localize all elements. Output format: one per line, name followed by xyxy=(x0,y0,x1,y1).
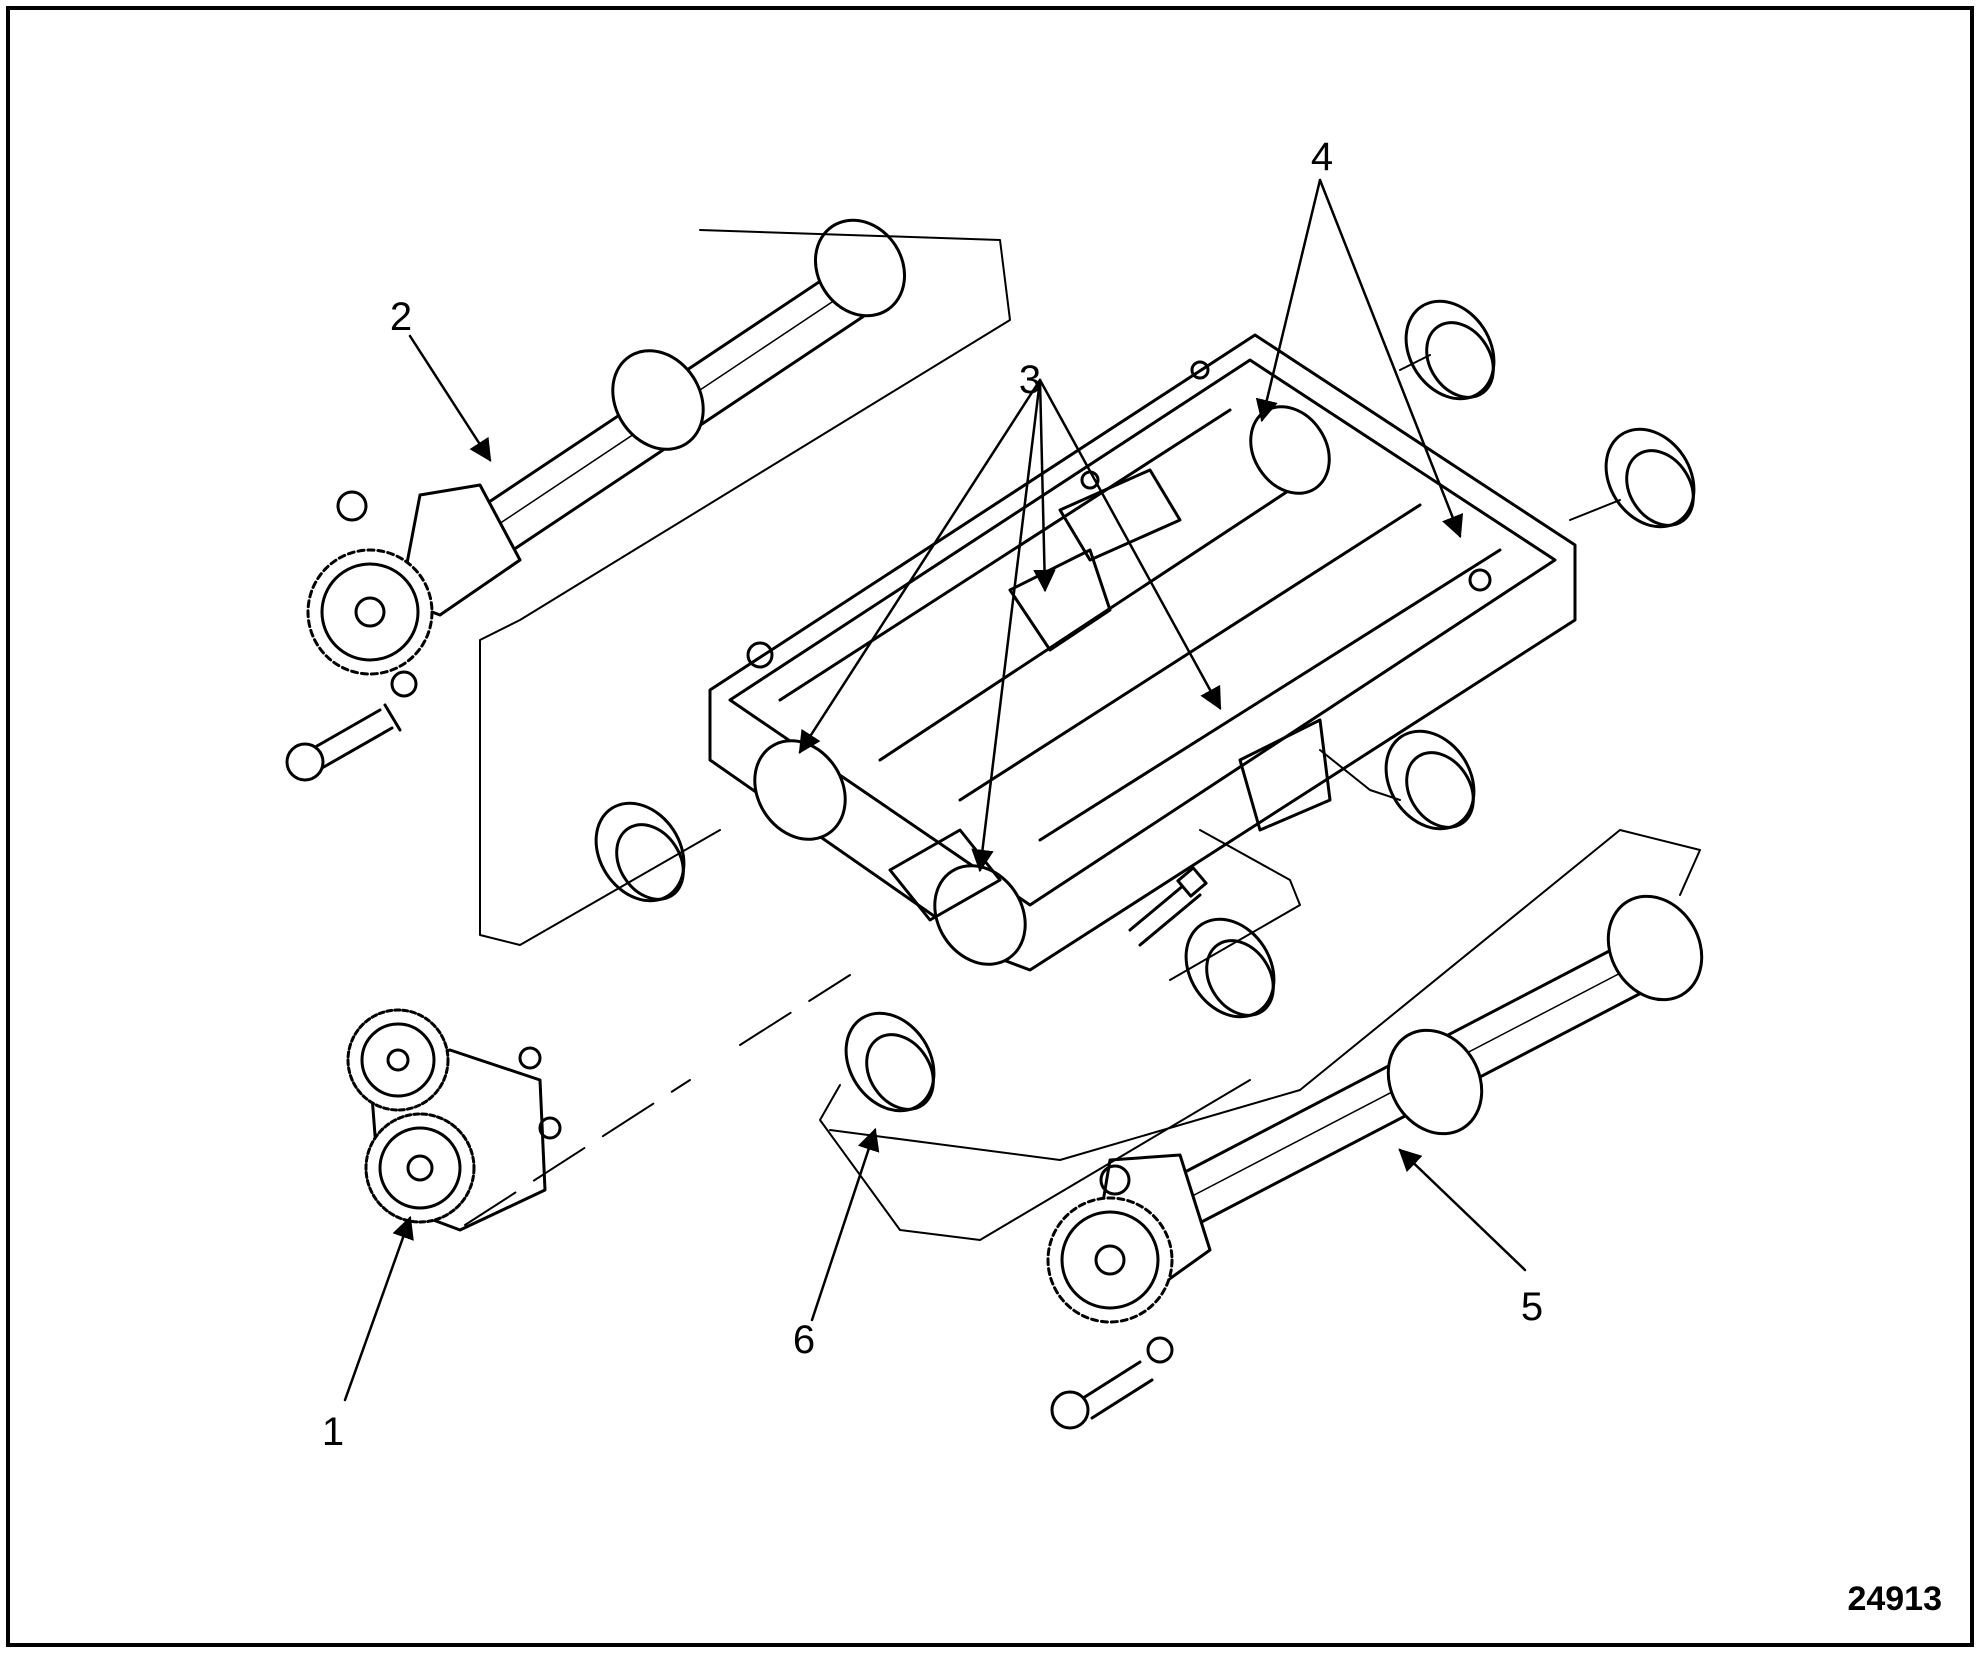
upper-shaft-bolt xyxy=(285,703,402,782)
bushing-mid-center xyxy=(1184,917,1276,1019)
callout-3: 3 xyxy=(1018,358,1042,402)
callout-2: 2 xyxy=(389,295,413,339)
figure-frame xyxy=(6,6,1974,1647)
balance-shaft-housing xyxy=(708,333,1577,972)
figure-number: 24913 xyxy=(1847,1580,1942,1618)
phantom-lines xyxy=(464,229,1701,1241)
callout-4: 4 xyxy=(1310,135,1334,179)
bushing-mid-left xyxy=(594,801,686,903)
oil-pump-assembly xyxy=(346,1008,562,1232)
callout-6: 6 xyxy=(792,1318,816,1362)
upper-balance-shaft xyxy=(306,218,907,698)
bushings xyxy=(594,299,1696,1113)
callout-5: 5 xyxy=(1520,1285,1544,1329)
center-bolt xyxy=(1128,866,1208,947)
lower-balance-shaft xyxy=(1046,894,1704,1364)
lower-shaft-bolt xyxy=(1050,1360,1154,1430)
callout-1: 1 xyxy=(321,1410,345,1454)
bushing-mid-right xyxy=(1384,729,1476,831)
bushing-upper-right-1 xyxy=(1404,299,1496,401)
bushing-lower-center xyxy=(844,1011,936,1113)
leader-arrows xyxy=(343,178,1527,1402)
bushing-upper-right-2 xyxy=(1604,427,1696,529)
